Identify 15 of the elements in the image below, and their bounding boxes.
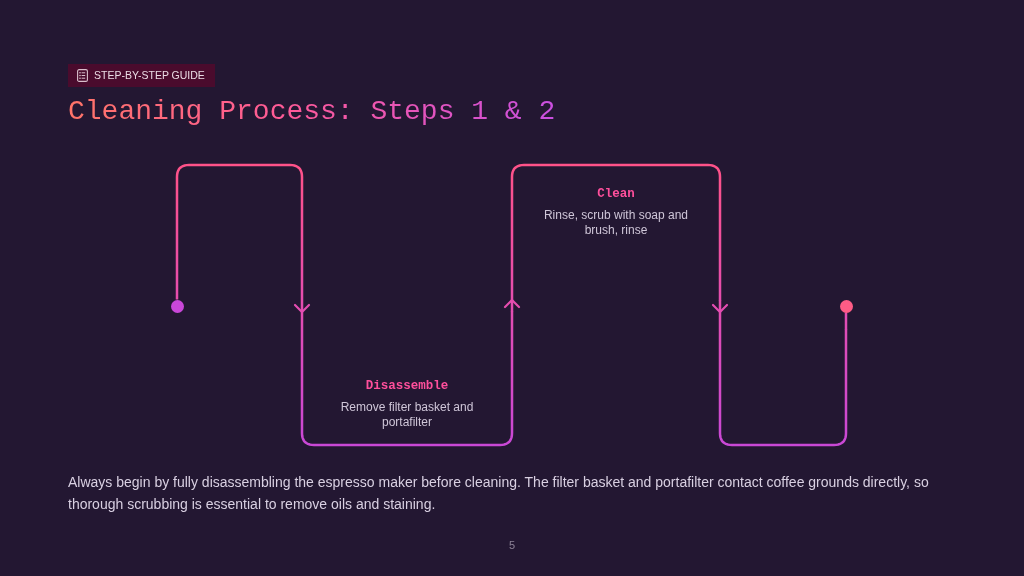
- end-dot: [839, 299, 853, 313]
- step-description: Remove filter basket and portafilter: [339, 400, 475, 430]
- wave-trough-line: [718, 312, 848, 447]
- start-dot: [170, 299, 184, 313]
- wave-trough-line: [300, 312, 514, 447]
- flow-arrow: [503, 298, 521, 312]
- step-title: Clean: [597, 186, 635, 202]
- flow-arrow: [175, 163, 311, 314]
- step-title: Disassemble: [365, 378, 449, 394]
- description-paragraph: Always begin by fully disassembling the espresso maker before cleaning. The filter basket and portafilter contact coffee grounds directly, so thorough scrubbing is essential to remove oils and staining.: [68, 473, 930, 514]
- page-number: 5: [507, 538, 517, 552]
- flow-arrow: [711, 300, 729, 314]
- badge-label: STEP-BY-STEP GUIDE: [94, 69, 205, 82]
- wave-crest-line: [510, 163, 722, 300]
- step-description: Rinse, scrub with soap and brush, rinse: [542, 208, 690, 238]
